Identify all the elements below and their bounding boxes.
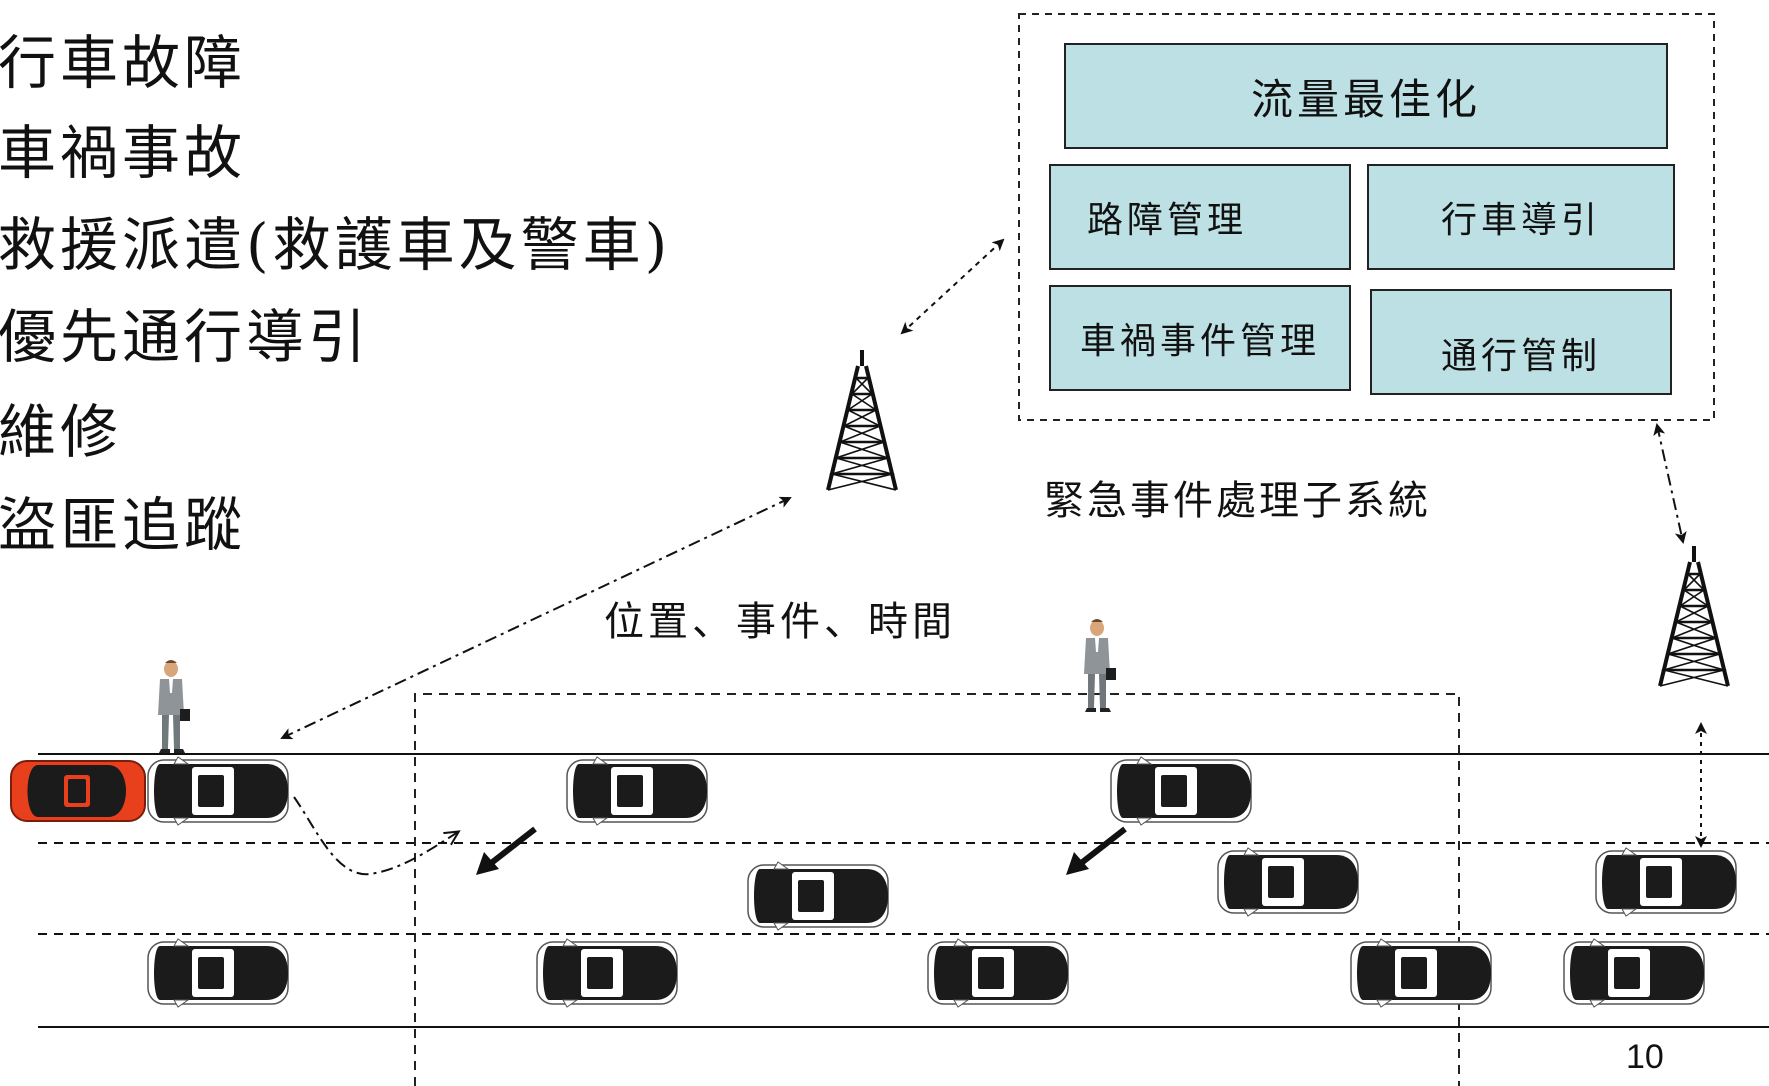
car-icon: [147, 938, 289, 1008]
traffic-control-label: 通行管制: [1440, 336, 1601, 377]
radio-tower-icon: [1658, 544, 1730, 688]
arrow-icon: [476, 826, 537, 875]
driving-guidance-box: 行車導引: [1367, 164, 1675, 270]
car-icon: [536, 938, 678, 1008]
accident-management-label: 車禍事件管理: [1079, 321, 1320, 362]
bullet-item: 車禍事故: [0, 119, 247, 187]
roadblock-management-box: 路障管理: [1049, 164, 1351, 270]
car-icon: [747, 861, 889, 931]
page-number: 10: [1626, 1038, 1664, 1076]
accident-management-box: 車禍事件管理: [1049, 285, 1351, 391]
subsystem-frame: [1018, 13, 1715, 421]
comm-arrow: [280, 496, 792, 740]
cars: [147, 756, 1737, 1008]
car-icon: [1350, 938, 1492, 1008]
car-icon: [1563, 938, 1705, 1008]
road: [38, 753, 1769, 1028]
comm-arrow: [900, 238, 1005, 335]
comm-arrow: [1653, 423, 1687, 544]
bullet-item: 救援派遣(救護車及警車): [0, 211, 672, 279]
car-icon: [566, 756, 708, 826]
roadblock-management-label: 路障管理: [1087, 200, 1248, 241]
detour-path: [293, 796, 458, 876]
pedestrian-icon: [1084, 619, 1116, 712]
subsystem-label: 緊急事件處理子系統: [1044, 478, 1431, 524]
bullet-item: 優先通行導引: [0, 303, 371, 371]
car-icon: [147, 756, 289, 826]
accident-car-icon: [10, 760, 146, 822]
traffic-control-box: 通行管制: [1370, 289, 1672, 395]
data-label: 位置、事件、時間: [604, 599, 956, 645]
car-icon: [1217, 847, 1359, 917]
flow-optimization-box: 流量最佳化: [1064, 43, 1668, 149]
flow-optimization-label: 流量最佳化: [1250, 74, 1481, 124]
bullet-item: 行車故障: [0, 29, 247, 97]
car-icon: [1110, 756, 1252, 826]
bullet-item: 維修: [0, 398, 123, 466]
car-icon: [927, 938, 1069, 1008]
pedestrian-icon: [158, 660, 190, 753]
arrow-icon: [1066, 826, 1127, 875]
car-icon: [1595, 847, 1737, 917]
bullet-item: 盜匪追蹤: [0, 491, 247, 559]
driving-guidance-label: 行車導引: [1440, 200, 1601, 241]
radio-tower-icon: [826, 348, 898, 492]
